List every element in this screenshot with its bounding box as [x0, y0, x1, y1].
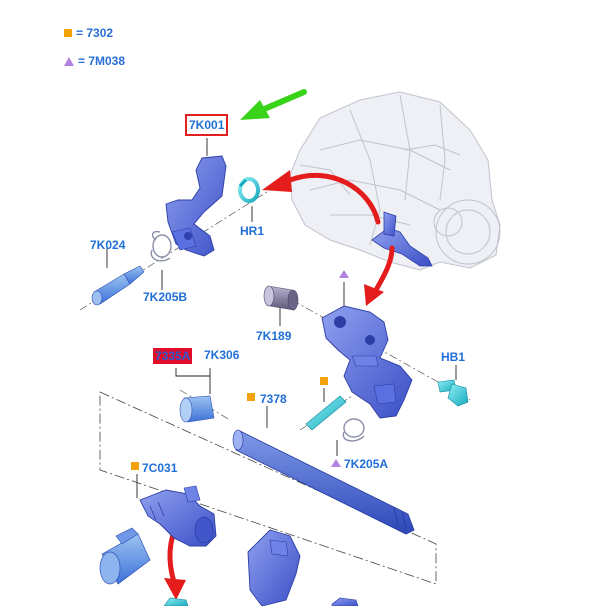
part-selector-lever-assembly — [321, 305, 413, 419]
part-HB1-bolt — [437, 379, 469, 407]
square-marker-7C031 — [131, 462, 139, 470]
legend-text-7M038: = 7M038 — [78, 54, 126, 68]
label-7K001: 7K001 — [184, 114, 229, 136]
square-marker-pin — [320, 377, 328, 385]
label-7K205A: 7K205A — [344, 457, 389, 471]
triangle-marker-7K205A — [331, 459, 341, 467]
label-7C031: 7C031 — [142, 461, 178, 475]
red-arrowhead-lever — [364, 284, 384, 306]
label-HR1: HR1 — [240, 224, 265, 238]
transmission-housing-ghost — [289, 91, 501, 271]
square-marker-7378 — [247, 393, 255, 401]
part-bottom-lever — [247, 529, 301, 606]
label-HB1: HB1 — [441, 350, 466, 364]
part-bottom-cylinder — [99, 527, 151, 585]
part-7K001-lever — [165, 155, 227, 257]
legend-text-7302: = 7302 — [76, 26, 114, 40]
part-bottom-right — [331, 597, 359, 606]
red-arrow-to-lever — [373, 245, 395, 293]
leader-lines — [106, 138, 457, 498]
label-7K189: 7K189 — [256, 329, 292, 343]
part-dowel-pin — [305, 395, 347, 431]
red-arrowhead-hr1 — [262, 170, 292, 192]
part-7K205B-spring — [150, 230, 172, 262]
red-arrow-to-hr1 — [287, 172, 381, 225]
part-7K024-pin — [91, 265, 145, 306]
part-7K306-bushing — [179, 395, 215, 423]
part-7K205A-spring — [342, 418, 365, 442]
label-7K205B: 7K205B — [143, 290, 188, 304]
label-7K306: 7K306 — [204, 348, 240, 362]
label-7335A: 7335A — [153, 348, 193, 364]
legend-item-7302: = 7302 — [64, 26, 113, 40]
red-arrowhead-bottom — [164, 578, 186, 600]
triangle-marker-icon — [64, 56, 74, 66]
part-7378-shaft — [232, 429, 415, 535]
part-HR1-clip — [238, 177, 260, 203]
triangle-marker-7K189 — [339, 270, 349, 278]
legend-item-7M038: = 7M038 — [64, 54, 125, 68]
part-7C031-selector — [139, 485, 217, 547]
part-7K189-bushing — [263, 285, 299, 311]
green-arrow — [240, 89, 307, 120]
label-7378: 7378 — [260, 392, 287, 406]
label-7K024: 7K024 — [90, 238, 126, 252]
part-bottom-cyan — [163, 597, 189, 606]
selector-in-housing — [371, 211, 433, 267]
square-marker-icon — [64, 29, 72, 37]
